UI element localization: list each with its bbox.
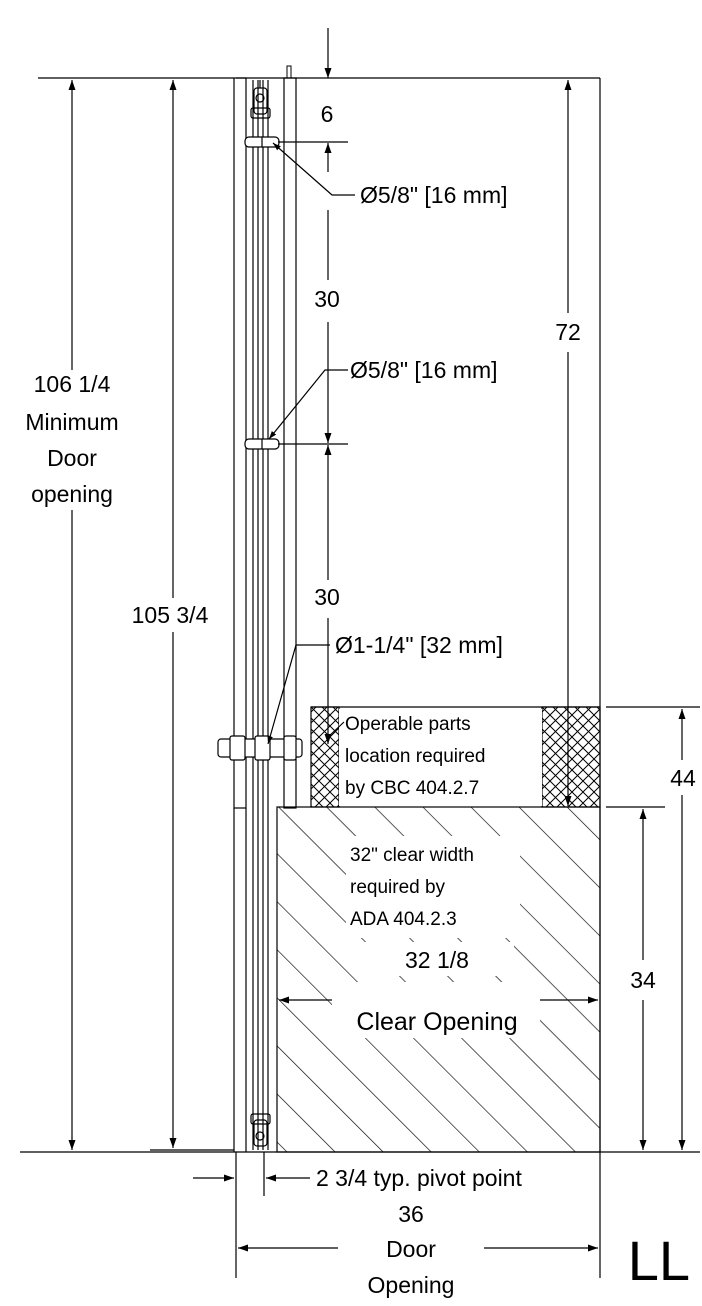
upper-pin-spacing-value: 30 [314,286,340,312]
clear-opening-label: Clear Opening [356,1008,517,1036]
ada-note-line-2: required by [350,877,446,898]
min-opening-label-2: Door [47,445,97,471]
upper-pin-spacing-dimension [278,210,348,445]
bolt-height-value: 72 [555,319,581,345]
upper-pin-icon [244,136,280,148]
ada-note-line-3: ADA 404.2.3 [350,909,457,930]
min-opening-dimension [38,77,234,1150]
door-width-label-2: Opening [368,1272,455,1298]
operable-bottom-dimension [606,806,665,1150]
operable-note-line-2: location required [345,746,485,767]
ada-note-line-1: 32" clear width [350,845,474,866]
middle-pin-icon [244,438,280,450]
model-code: LL [628,1229,690,1292]
operable-top-dimension [606,706,700,1150]
top-offset-dimension [278,28,348,172]
operable-top-value: 44 [670,765,696,791]
min-opening-label-1: Minimum [25,409,118,435]
min-opening-value: 106 1/4 [34,371,111,397]
operable-bottom-value: 34 [630,967,656,993]
pivot-point-dimension [193,1152,601,1278]
lower-pin-spacing-value: 30 [314,584,340,610]
operable-note-line-1: Operable parts [345,714,471,735]
door-height-dimension [150,80,234,1151]
pivot-point-label: 2 3/4 typ. pivot point [316,1165,522,1191]
top-pivot-icon [250,80,271,119]
top-offset-value: 6 [321,101,334,127]
min-opening-label-3: opening [31,481,113,507]
operable-note-line-3: by CBC 404.2.7 [345,778,479,799]
callout-leaders [267,142,355,745]
door-handle-icon [217,735,303,761]
door-width-value: 36 [398,1201,424,1227]
handle-callout: Ø1-1/4" [32 mm] [335,632,503,658]
door-height-value: 105 3/4 [132,602,209,628]
operable-note-leader [326,721,345,739]
clear-opening-value: 32 1/8 [405,947,469,973]
pin-top-callout: Ø5/8" [16 mm] [360,182,508,208]
door-width-label-1: Door [386,1236,436,1262]
operable-parts-zone [310,706,601,808]
pin-middle-callout: Ø5/8" [16 mm] [350,357,498,383]
clear-width-zone [276,806,601,1153]
bottom-pivot-icon [250,1113,271,1147]
